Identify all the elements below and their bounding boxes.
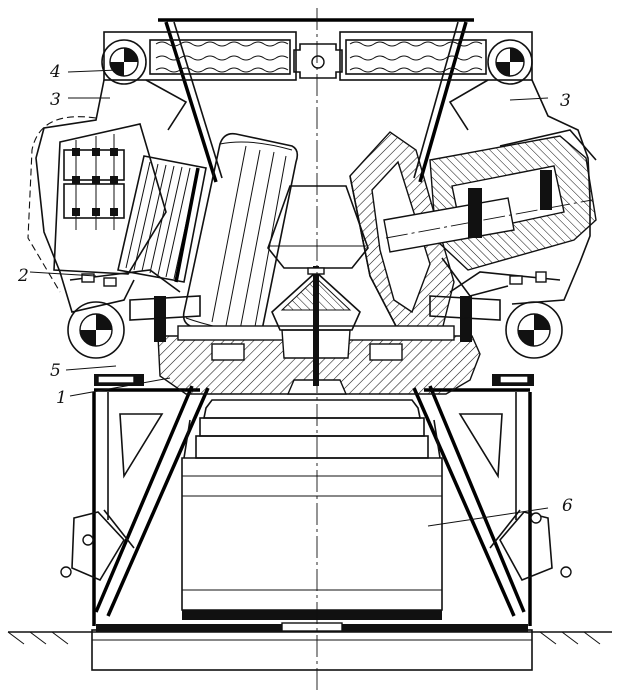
pivot-top-left — [101, 39, 147, 85]
pivot-bottom-left — [67, 301, 125, 359]
center-cone — [271, 266, 361, 386]
pivot-bottom-right — [505, 301, 563, 359]
label-1: 1 — [56, 388, 67, 408]
leader-lines — [29, 69, 549, 527]
swing-arm-left — [27, 79, 188, 313]
right-shaft-housing — [383, 129, 597, 297]
drive-motor-unit — [181, 399, 443, 620]
label-4: 4 — [49, 62, 61, 82]
label-5: 5 — [50, 361, 61, 381]
feed-hopper — [158, 18, 474, 269]
lower-support-frame — [60, 374, 572, 626]
foundation — [7, 622, 612, 671]
label-6: 6 — [562, 496, 573, 516]
spring-beam-right — [339, 31, 533, 81]
label-2: 2 — [17, 266, 29, 286]
label-3-right: 3 — [560, 91, 571, 111]
pivot-top-right — [487, 39, 533, 85]
spring-beam-left — [103, 31, 297, 81]
center-coupling — [293, 43, 343, 79]
label-3-left: 3 — [50, 90, 61, 110]
left-bearing-housing — [53, 123, 207, 287]
